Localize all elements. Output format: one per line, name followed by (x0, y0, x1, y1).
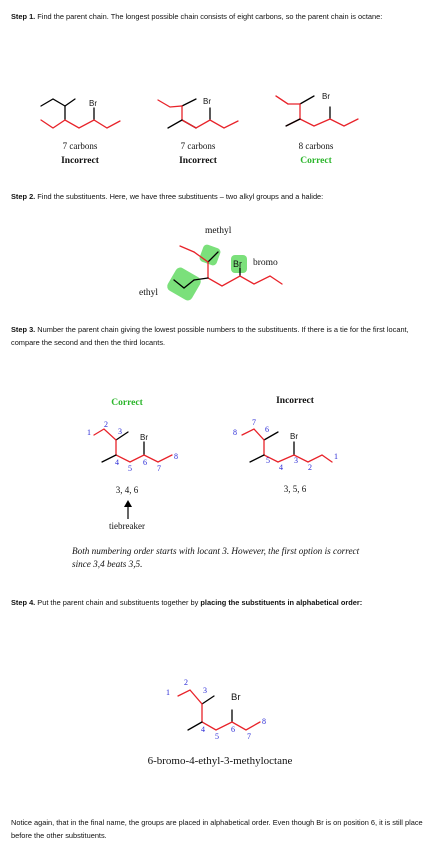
step2-ethyl-label: ethyl (139, 288, 158, 298)
step2-bromo-label: bromo (253, 258, 278, 268)
step1-b-br: Br (203, 97, 211, 106)
step4-paragraph: Step 4. Put the parent chain and substit… (11, 597, 431, 610)
step4-text-bold: placing the substituents in alphabetical… (200, 598, 363, 607)
step3-incorrect-br: Br (290, 432, 298, 441)
step3-i-n1: 1 (334, 452, 338, 461)
step4-n8: 8 (262, 717, 266, 726)
step4-n5: 5 (215, 732, 219, 741)
step2-structure (167, 244, 283, 301)
step4-br: Br (231, 692, 241, 703)
step4-structure (177, 689, 261, 731)
step1-c-count: 8 carbons (298, 141, 334, 151)
step3-paragraph: Step 3. Number the parent chain giving t… (11, 324, 431, 349)
step1-a-verdict: Incorrect (61, 156, 99, 166)
step3-i-n3: 3 (294, 456, 298, 465)
step1-a-br: Br (89, 99, 97, 108)
step3-i-n4: 4 (279, 463, 283, 472)
step1-paragraph: Step 1. Find the parent chain. The longe… (11, 11, 431, 24)
step4-n1: 1 (166, 688, 170, 697)
step3-c-n4: 4 (115, 458, 119, 467)
step4-n4: 4 (201, 725, 205, 734)
step1-label: Step 1. (11, 12, 36, 21)
step3-c-n7: 7 (157, 464, 161, 473)
step4-n7: 7 (247, 732, 251, 741)
step2-methyl-label: methyl (205, 226, 232, 236)
step3-text: Number the parent chain giving the lowes… (11, 325, 409, 347)
step3-correct-locants: 3, 4, 6 (115, 485, 139, 495)
step3-i-n7: 7 (252, 418, 256, 427)
step1-text: Find the parent chain. The longest possi… (35, 12, 383, 21)
step3-correct-structure (93, 428, 173, 463)
step3-c-n8: 8 (174, 452, 178, 461)
step1-structure-b (157, 98, 239, 129)
step3-i-n8: 8 (233, 428, 237, 437)
step1-c-br: Br (322, 92, 330, 101)
step3-c-n3: 3 (118, 427, 122, 436)
step4-n3: 3 (203, 686, 207, 695)
arrow-up-icon (124, 500, 132, 519)
step1-c-verdict: Correct (300, 156, 332, 166)
step3-incorrect-locants: 3, 5, 6 (283, 484, 307, 494)
step4-text-plain: Put the parent chain and substituents to… (35, 598, 201, 607)
step3-c-n6: 6 (143, 458, 147, 467)
step1-b-verdict: Incorrect (179, 156, 217, 166)
step1-structure-c (275, 95, 359, 127)
step3-note: Both numbering order starts with locant … (72, 546, 360, 569)
step4-compound-name: 6-bromo-4-ethyl-3-methyloctane (147, 755, 293, 767)
final-note: Notice again, that in the final name, th… (11, 818, 423, 840)
step3-c-n2: 2 (104, 420, 108, 429)
step3-incorrect-title: Incorrect (276, 396, 314, 406)
step3-i-n6: 6 (265, 425, 269, 434)
step1-structure-a (40, 98, 121, 129)
step2-paragraph: Step 2. Find the substituents. Here, we … (11, 191, 431, 204)
step3-tiebreaker: tiebreaker (109, 521, 145, 531)
step3-c-n5: 5 (128, 464, 132, 473)
step3-incorrect-structure (241, 428, 333, 463)
step2-label: Step 2. (11, 192, 36, 201)
step3-c-n1: 1 (87, 428, 91, 437)
step3-i-n5: 5 (266, 456, 270, 465)
step3-label: Step 3. (11, 325, 36, 334)
step4-label: Step 4. (11, 598, 36, 607)
step2-br: Br (233, 259, 242, 269)
step3-i-n2: 2 (308, 463, 312, 472)
step4-n6: 6 (231, 725, 235, 734)
step4-n2: 2 (184, 678, 188, 687)
step3-correct-title: Correct (111, 398, 143, 408)
step2-text: Find the substituents. Here, we have thr… (35, 192, 324, 201)
step1-a-count: 7 carbons (62, 141, 98, 151)
step3-correct-br: Br (140, 433, 148, 442)
step1-b-count: 7 carbons (180, 141, 216, 151)
